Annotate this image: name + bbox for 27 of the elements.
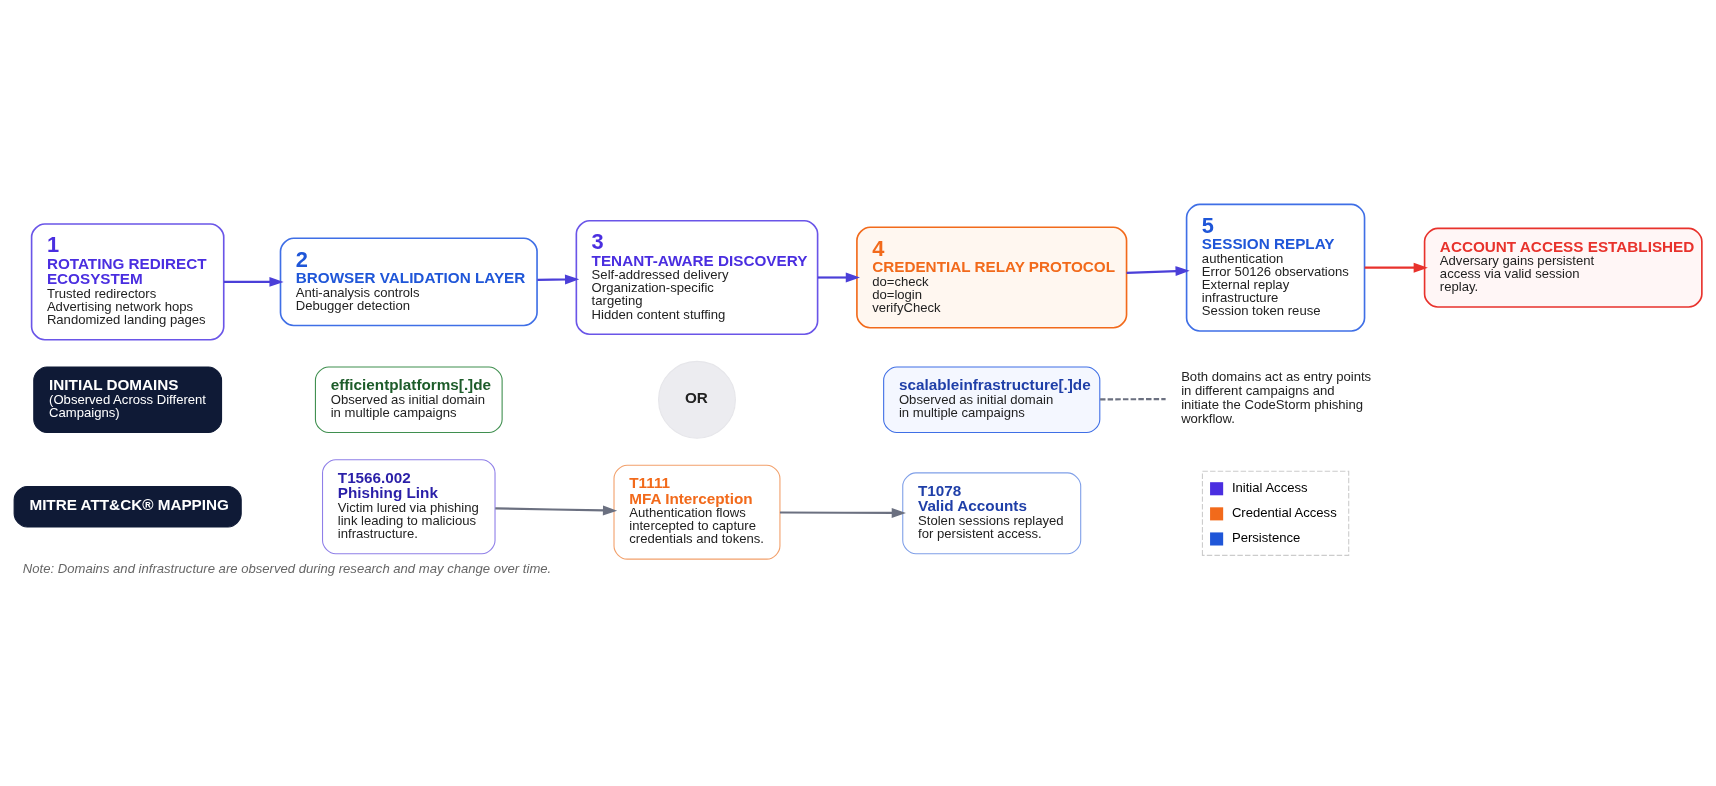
legend-label: Credential Access [1231,504,1337,520]
node-box: efficientplatforms[.]de Observed as initial domain in multiple campaigns [314,366,503,433]
node-box: T1078 Valid Accounts Stolen sessions replayed for persistent access. [902,471,1082,554]
node-text: Both domains act as entry points in different campaigns and initiate the CodeStorm phishing workflow. [1181,368,1372,426]
arrow [1126,265,1190,276]
node-box: 2 BROWSER VALIDATION LAYER Anti-analysis controls Debugger detection [279,236,538,326]
caption: Note: Domains and infrastructure are observed during research and may change over time. [22,560,552,576]
node-box: MITRE ATT&CK® MAPPING [13,485,242,527]
node-circle: OR [658,360,736,439]
arrow [779,507,906,518]
legend-label: Initial Access [1231,479,1308,495]
connector [1100,397,1166,400]
node-box: ACCOUNT ACCESS ESTABLISHED Adversary gains persistent access via valid session replay. [1423,227,1703,308]
node-box: 3 TENANT-AWARE DISCOVERY Self-addressed delivery Organization-specific targeting Hidden content stuffing [575,219,819,335]
node-box: 4 CREDENTIAL RELAY PROTOCOL do=check do=login verifyCheck [856,225,1128,329]
node-box: scalableinfrastructure[.]de Observed as initial domain in multiple campaigns [883,366,1101,433]
legend-label: Persistence [1231,529,1301,545]
arrow [495,504,618,515]
node-box: INITIAL DOMAINS (Observed Across Different Campaigns) [33,366,223,433]
arrow [223,276,284,287]
node-box: 1 ROTATING REDIRECT ECOSYSTEM Trusted redirectors Advertising network hops Randomized landing pages [30,222,225,341]
arrow [1364,262,1428,273]
node-box: T1566.002 Phishing Link Victim lured via phishing link leading to malicious infrastructure. [322,458,496,554]
node-box: 5 SESSION REPLAY authentication Error 50126 observations External replay infrastructure Session token reuse [1185,203,1366,332]
arrow [537,274,580,284]
node-box: T1111 MFA Interception Authentication flows intercepted to capture credentials and tokens. [613,464,781,560]
arrow [817,272,860,282]
